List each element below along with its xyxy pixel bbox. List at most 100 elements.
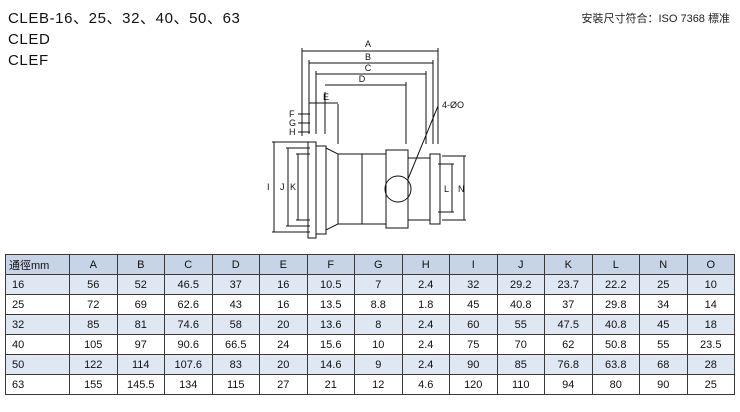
model-title-main: CLEB-16、25、32、40、50、63 <box>8 10 241 27</box>
table-cell: 40.8 <box>496 294 545 315</box>
table-cell: 134 <box>164 374 213 395</box>
table-cell: 9 <box>354 354 403 375</box>
table-cell: 21 <box>306 374 355 395</box>
dim-label-j: J <box>280 182 285 192</box>
column-header-a: A <box>69 254 118 275</box>
table-cell: 74.6 <box>164 314 213 335</box>
table-cell: 27 <box>259 374 308 395</box>
table-cell: 12 <box>354 374 403 395</box>
table-cell: 34 <box>639 294 688 315</box>
table-cell: 63.8 <box>591 354 640 375</box>
table-cell: 20 <box>259 314 308 335</box>
dim-label-l: L <box>444 184 449 194</box>
table-cell: 2.4 <box>401 334 450 355</box>
column-header-bore: 通徑mm <box>5 254 70 275</box>
table-cell: 10 <box>354 334 403 355</box>
table-cell: 40.8 <box>591 314 640 335</box>
model-titles: CLEB-16、25、32、40、50、63 CLED CLEF <box>8 8 241 71</box>
table-cell: 2.4 <box>401 354 450 375</box>
table-cell-bore: 40 <box>5 334 70 355</box>
table-cell: 45 <box>639 314 688 335</box>
dim-label-f: F <box>289 109 295 119</box>
column-header-k: K <box>544 254 593 275</box>
table-cell: 22.2 <box>591 274 640 295</box>
dim-label-b: B <box>365 52 371 62</box>
table-cell: 55 <box>496 314 545 335</box>
table-cell: 52 <box>116 274 165 295</box>
table-cell: 80 <box>591 374 640 395</box>
table-cell: 16 <box>259 274 308 295</box>
table-cell: 13.6 <box>306 314 355 335</box>
table-cell: 155 <box>69 374 118 395</box>
table-cell: 97 <box>116 334 165 355</box>
table-cell: 50.8 <box>591 334 640 355</box>
table-cell: 13.5 <box>306 294 355 315</box>
table-cell: 24 <box>259 334 308 355</box>
table-cell: 23.5 <box>686 334 735 355</box>
column-header-o: O <box>686 254 735 275</box>
dim-label-k: K <box>290 182 296 192</box>
table-cell: 81 <box>116 314 165 335</box>
table-cell: 114 <box>116 354 165 375</box>
table-cell: 29.8 <box>591 294 640 315</box>
cartridge-valve-drawing: A B C D E F G H I J K L N 4-ØO <box>267 39 466 239</box>
column-header-d: D <box>211 254 260 275</box>
table-cell: 10 <box>686 274 735 295</box>
table-cell: 85 <box>69 314 118 335</box>
dim-label-d: D <box>359 74 366 84</box>
table-cell-bore: 16 <box>5 274 70 295</box>
table-cell: 55 <box>639 334 688 355</box>
dim-label-h: H <box>289 127 296 137</box>
table-cell: 37 <box>211 274 260 295</box>
column-header-e: E <box>259 254 308 275</box>
table-cell: 122 <box>69 354 118 375</box>
column-header-h: H <box>401 254 450 275</box>
table-cell: 47.5 <box>544 314 593 335</box>
table-cell: 90.6 <box>164 334 213 355</box>
table-cell: 25 <box>686 374 735 395</box>
table-cell: 66.5 <box>211 334 260 355</box>
dim-label-c: C <box>365 63 372 73</box>
table-cell: 110 <box>496 374 545 395</box>
column-header-n: N <box>639 254 688 275</box>
table-cell: 90 <box>449 354 498 375</box>
table-cell: 115 <box>211 374 260 395</box>
table-cell: 45 <box>449 294 498 315</box>
model-title-clef: CLEF <box>8 52 49 69</box>
column-header-b: B <box>116 254 165 275</box>
table-cell: 145.5 <box>116 374 165 395</box>
dim-label-e: E <box>323 92 329 102</box>
table-cell-bore: 63 <box>5 374 70 395</box>
model-title-cled: CLED <box>8 31 51 48</box>
table-cell-bore: 32 <box>5 314 70 335</box>
table-cell: 4.6 <box>401 374 450 395</box>
table-cell: 37 <box>544 294 593 315</box>
column-header-f: F <box>306 254 355 275</box>
table-cell: 10.5 <box>306 274 355 295</box>
dim-label-i: I <box>267 182 270 192</box>
column-header-l: L <box>591 254 640 275</box>
dim-label-g: G <box>289 118 296 128</box>
table-cell: 60 <box>449 314 498 335</box>
iso-standard-note: 安裝尺寸符合：ISO 7368 標准 <box>581 13 730 25</box>
table-cell: 62.6 <box>164 294 213 315</box>
table-cell-bore: 50 <box>5 354 70 375</box>
table-cell: 18 <box>686 314 735 335</box>
table-cell: 107.6 <box>164 354 213 375</box>
table-cell: 2.4 <box>401 314 450 335</box>
table-cell: 25 <box>639 274 688 295</box>
table-cell: 14.6 <box>306 354 355 375</box>
table-cell: 23.7 <box>544 274 593 295</box>
table-cell: 75 <box>449 334 498 355</box>
table-cell: 62 <box>544 334 593 355</box>
table-cell: 20 <box>259 354 308 375</box>
column-header-c: C <box>164 254 213 275</box>
table-cell: 2.4 <box>401 274 450 295</box>
